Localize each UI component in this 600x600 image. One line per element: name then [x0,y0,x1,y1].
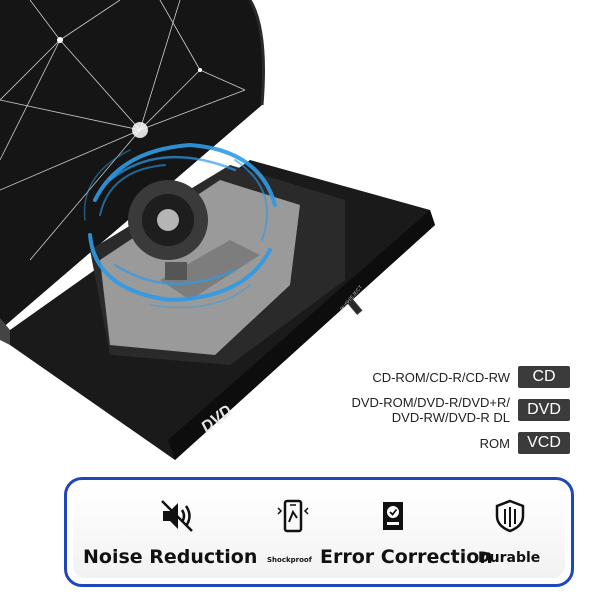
format-badge: VCD [518,432,570,454]
feature-error-correction: Error Correction [313,486,493,578]
feature-label: Durable [478,550,541,566]
format-badge: CD [518,366,570,388]
features-panel: Noise Reduction Shockproof [64,477,574,587]
star-dot [57,37,63,43]
star-pattern [0,0,246,261]
laser-rail [160,240,260,300]
format-text: CD-ROM/CD-R/CD-RW [372,369,510,385]
check-clipboard-icon [383,502,403,530]
shield-icon [495,499,525,533]
feature-label: Error Correction [320,546,493,568]
eject-button[interactable] [347,299,363,315]
feature-noise-reduction: Noise Reduction [73,486,263,578]
format-row: ROM VCD [300,432,570,454]
noise-swirl [83,142,277,309]
feature-label: Shockproof [267,556,312,564]
feature-label: Noise Reduction [83,546,258,568]
format-text: ROM [479,435,510,451]
dvd-drive-illustration: DVD PUSH/EJECT [0,0,435,460]
tray-front-face [168,210,435,460]
laser-lens [165,262,187,280]
drive-top-edge [248,0,265,106]
speaker-muted-icon [161,500,193,532]
features-inner: Noise Reduction Shockproof [73,486,565,578]
feature-durable: Durable [478,486,568,578]
phone-shockproof-icon [277,499,309,533]
format-row: CD-ROM/CD-R/CD-RW CD [300,366,570,388]
format-text: DVD-ROM/DVD-R/DVD+R/ DVD-RW/DVD-R DL [351,395,510,425]
spindle-hub [157,209,179,231]
star-glow [132,122,148,138]
supported-formats: CD-ROM/CD-R/CD-RW CD DVD-ROM/DVD-R/DVD+R… [300,366,570,461]
drive-bottom-edge [0,318,10,345]
format-badge: DVD [518,399,570,421]
format-row: DVD-ROM/DVD-R/DVD+R/ DVD-RW/DVD-R DL DVD [300,395,570,425]
feature-shockproof: Shockproof [263,486,313,578]
drive-top-body [0,0,264,330]
star-dot [198,68,202,72]
